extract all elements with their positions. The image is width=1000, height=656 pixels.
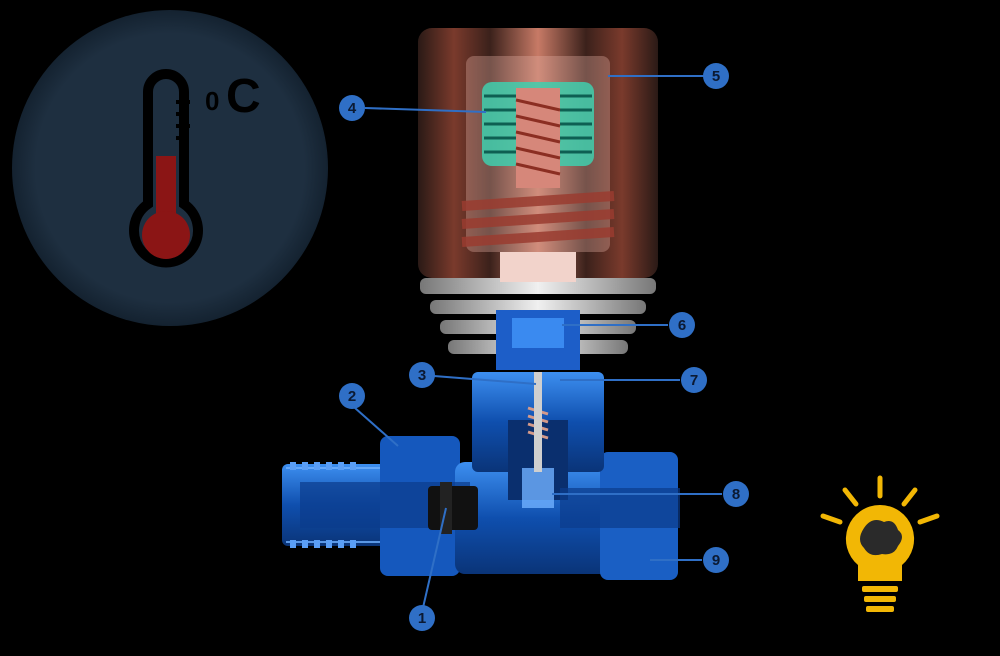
lightbulb-brain-icon (820, 475, 940, 612)
callout-6-label: 6 (678, 317, 686, 334)
callout-2: 2 (339, 383, 365, 409)
callout-5-label: 5 (712, 68, 720, 85)
callout-3: 3 (409, 362, 435, 388)
unit-superscript: 0 (205, 86, 219, 116)
callout-4-label: 4 (348, 100, 357, 117)
callout-4: 4 (339, 95, 365, 121)
callout-3-label: 3 (418, 367, 426, 384)
callout-9: 9 (703, 547, 729, 573)
callout-8-label: 8 (732, 486, 740, 503)
thermometer-icon (129, 69, 203, 268)
callout-7-label: 7 (690, 372, 698, 389)
callout-6: 6 (669, 312, 695, 338)
callout-1: 1 (409, 605, 435, 631)
temperature-badge: 0 C (12, 10, 328, 326)
callout-7: 7 (681, 367, 707, 393)
valve-body (282, 372, 680, 580)
callout-5: 5 (703, 63, 729, 89)
bellows (482, 82, 594, 188)
callout-9-label: 9 (712, 552, 720, 569)
callouts: 1 2 3 4 5 6 (339, 63, 749, 631)
unit-letter: C (226, 70, 261, 123)
bonnet-fins (420, 278, 656, 370)
callout-2-label: 2 (348, 388, 356, 405)
thermostatic-head (418, 28, 658, 282)
callout-8: 8 (723, 481, 749, 507)
callout-1-label: 1 (418, 610, 426, 627)
